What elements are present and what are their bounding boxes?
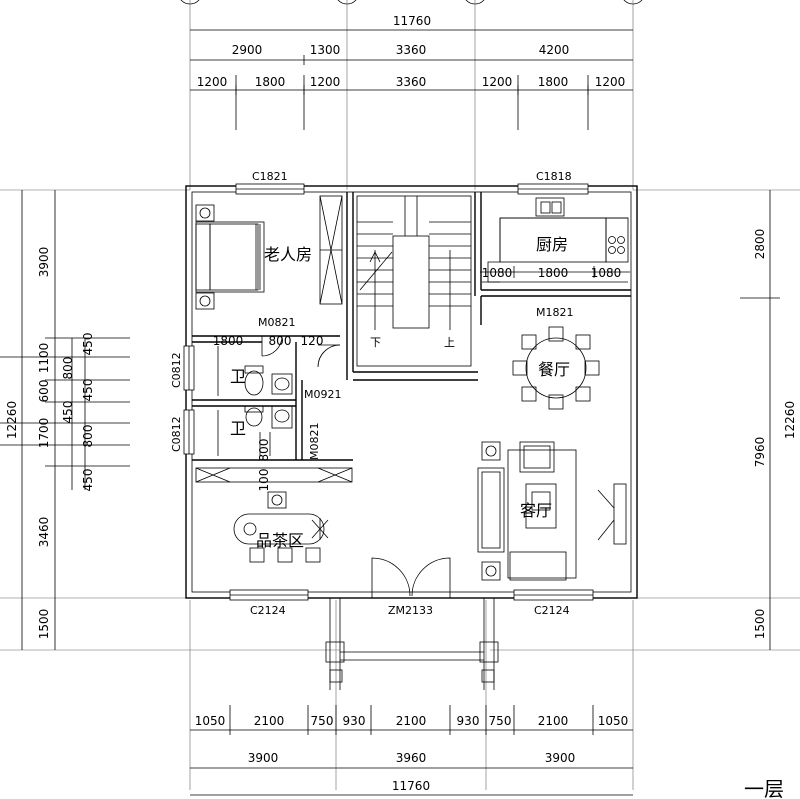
top-row2-dim: 1200 — [310, 75, 341, 89]
kitchen-dim: 1800 — [538, 266, 569, 280]
door-bath2-label: M0821 — [308, 423, 321, 461]
window-front-right-label: C2124 — [534, 604, 570, 617]
bottom-row1-dim: 930 — [343, 714, 366, 728]
top-row2-dim: 1200 — [197, 75, 228, 89]
room-bath1: 卫 — [230, 367, 246, 386]
bath-note: 100 — [257, 469, 271, 492]
top-row2-dim: 1800 — [538, 75, 569, 89]
right-dimension-lines — [740, 190, 780, 650]
kitchen-dim: 1080 — [591, 266, 622, 280]
living-furniture — [477, 441, 627, 581]
tea-furniture — [233, 491, 329, 563]
bottom-row1-dim: 2100 — [396, 714, 427, 728]
entrance-porch — [325, 598, 499, 690]
right-main-dim: 7960 — [753, 437, 767, 468]
bedroom-inner-dim: 1800 — [213, 334, 244, 348]
bottom-row2-dim: 3960 — [396, 751, 427, 765]
top-dimension-lines — [190, 29, 633, 130]
opening-labels: C1821 C1818 M0821 M1821 M0921 M0821 C081… — [170, 170, 574, 617]
bottom-row1-dim: 750 — [489, 714, 512, 728]
bottom-row2-dim: 3900 — [545, 751, 576, 765]
right-outer-dim: 12260 — [783, 401, 797, 439]
window-kitchen-label: C1818 — [536, 170, 572, 183]
top-row2-dim: 1200 — [595, 75, 626, 89]
left-detail-dim: 1100 — [37, 343, 51, 374]
left-detail-dim: 600 — [37, 380, 51, 403]
top-row2-dim: 1200 — [482, 75, 513, 89]
exterior-walls — [185, 185, 638, 599]
windows — [183, 183, 594, 601]
bath-note: 800 — [257, 439, 271, 462]
right-main-dim: 2800 — [753, 229, 767, 260]
doors — [259, 335, 451, 598]
left-detail-dim: 450 — [81, 469, 95, 492]
door-bath-label: M0921 — [304, 388, 342, 401]
window-bath2-label: C0812 — [170, 416, 183, 452]
bath-fixtures — [217, 346, 293, 456]
door-dining-label: M1821 — [536, 306, 574, 319]
window-bath1-label: C0812 — [170, 352, 183, 388]
room-tea: 品茶区 — [256, 531, 304, 550]
axis-bubbles — [180, 0, 643, 5]
left-dimension-lines — [0, 190, 130, 650]
left-inner-dim: 450 — [81, 379, 95, 402]
window-front-left-label: C2124 — [250, 604, 286, 617]
wardrobes — [195, 195, 353, 483]
bottom-row1-dim: 930 — [457, 714, 480, 728]
staircase — [356, 195, 472, 367]
bottom-row1-dim: 2100 — [538, 714, 569, 728]
bottom-row2-dim: 3900 — [248, 751, 279, 765]
inner-dims: 1080 1800 1080 1800 800 120 800 100 — [213, 266, 622, 491]
door-bedroom-label: M0821 — [258, 316, 296, 329]
left-main-dim: 1500 — [37, 609, 51, 640]
bedroom-furniture — [195, 204, 265, 310]
left-main-dim: 3460 — [37, 517, 51, 548]
kitchen-counter — [482, 197, 629, 283]
top-row2-dim: 1800 — [255, 75, 286, 89]
top-row1-dim: 4200 — [539, 43, 570, 57]
bottom-dimension-lines — [190, 705, 633, 796]
right-main-dim: 1500 — [753, 609, 767, 640]
bottom-dimension-text: 1050 2100 750 930 2100 930 750 2100 1050… — [195, 714, 629, 793]
top-row1-dim: 2900 — [232, 43, 263, 57]
room-bath2: 卫 — [230, 419, 246, 438]
dining-table — [512, 326, 600, 410]
room-dining: 餐厅 — [538, 360, 570, 379]
left-main-dim: 3900 — [37, 247, 51, 278]
left-inner-dim: 800 — [61, 357, 75, 380]
bottom-row1-dim: 1050 — [598, 714, 629, 728]
bottom-total: 11760 — [392, 779, 430, 793]
top-row1-dim: 3360 — [396, 43, 427, 57]
floor-title: 一层 — [744, 777, 784, 799]
left-inner-dim: 450 — [81, 333, 95, 356]
top-dimension-text: 11760 2900 1300 3360 4200 1200 1800 1200… — [197, 14, 626, 89]
bottom-row1-dim: 2100 — [254, 714, 285, 728]
left-outer-dim: 12260 — [5, 401, 19, 439]
room-names: 老人房 厨房 餐厅 客厅 品茶区 卫 卫 — [230, 235, 570, 550]
kitchen-dim-line — [480, 266, 630, 278]
bottom-row1-dim: 750 — [311, 714, 334, 728]
kitchen-dim: 1080 — [482, 266, 513, 280]
interior-walls — [192, 192, 631, 461]
left-detail-dim: 1700 — [37, 418, 51, 449]
stair-up-label: 上 — [444, 336, 455, 349]
room-living: 客厅 — [520, 501, 552, 520]
right-dimension-text: 12260 2800 7960 1500 — [753, 229, 797, 640]
top-row1-dim: 1300 — [310, 43, 341, 57]
left-dimension-text: 12260 3900 3460 1500 1100 600 1700 450 4… — [5, 247, 95, 640]
room-kitchen: 厨房 — [536, 235, 568, 254]
top-total: 11760 — [393, 14, 431, 28]
main-door-label: ZM2133 — [388, 604, 433, 617]
bedroom-inner-dim: 120 — [301, 334, 324, 348]
top-row2-dim: 3360 — [396, 75, 427, 89]
left-inner-dim: 450 — [61, 401, 75, 424]
bedroom-inner-dim: 800 — [269, 334, 292, 348]
room-bedroom: 老人房 — [264, 245, 312, 264]
window-bedroom-label: C1821 — [252, 170, 288, 183]
bottom-row1-dim: 1050 — [195, 714, 226, 728]
left-inner-dim: 800 — [81, 425, 95, 448]
stair-down-label: 下 — [370, 336, 381, 349]
